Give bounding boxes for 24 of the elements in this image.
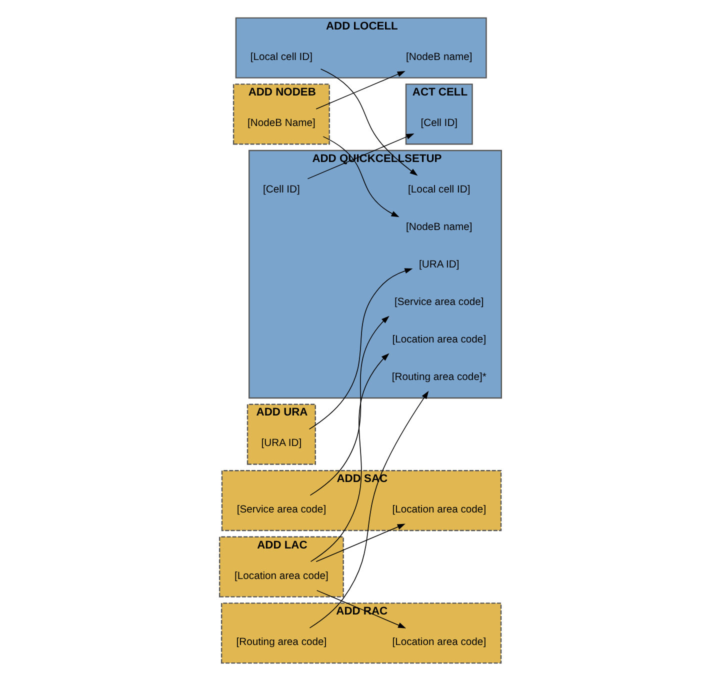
node-text: [Routing area code] [236, 637, 326, 648]
node-text: [Location area code] [392, 504, 486, 516]
arrow [310, 353, 389, 562]
node-text: [Local cell ID] [408, 184, 470, 196]
node-text: [Cell ID] [262, 184, 300, 196]
node-text: [Service area code] [394, 296, 484, 308]
node-text: [Routing area code]* [391, 372, 486, 383]
node-text: [Cell ID] [420, 118, 458, 130]
arrow [316, 590, 406, 628]
arrow [315, 524, 405, 562]
node-text: [NodeB name] [406, 222, 472, 233]
node-text: [URA ID] [260, 438, 302, 450]
node-text: [Location area code] [392, 637, 486, 648]
arrow [315, 71, 405, 110]
arrow [309, 316, 389, 496]
node-text: [Service area code] [236, 504, 326, 516]
node-text: [Location area code] [392, 334, 486, 346]
node-text: [Location area code] [234, 570, 328, 582]
arrow [320, 68, 418, 176]
node-text: [NodeB name] [406, 52, 472, 63]
node-text: [NodeB Name] [246, 118, 315, 130]
arrow [308, 390, 428, 628]
node-text: [URA ID] [418, 259, 459, 270]
node-text: [Local cell ID] [250, 52, 312, 63]
